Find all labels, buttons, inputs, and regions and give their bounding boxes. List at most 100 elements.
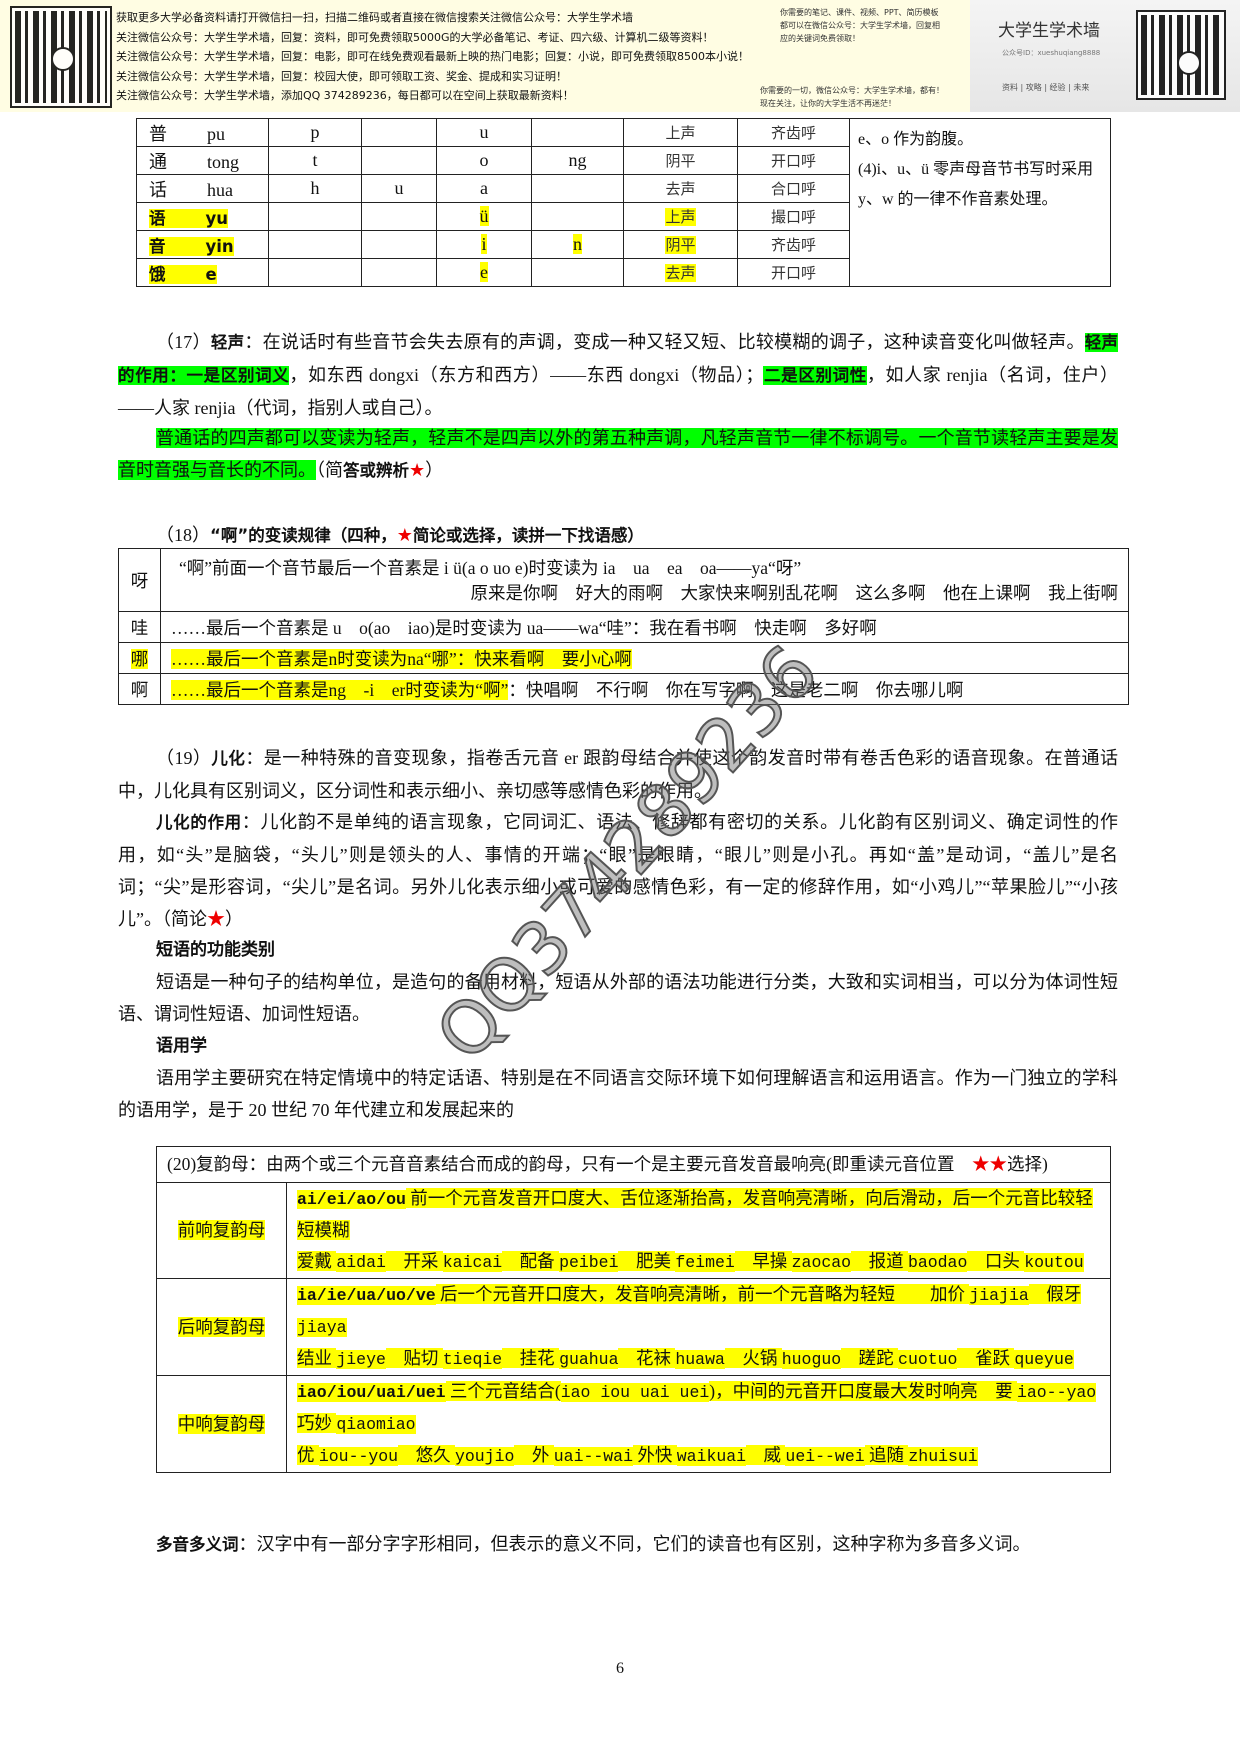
text-segment: guahua (559, 1350, 619, 1369)
cell-c1 (268, 258, 362, 287)
star-icon: ★ (396, 525, 413, 545)
note-line: e、o 作为韵腹。 (858, 131, 974, 148)
cell-text: u (479, 122, 489, 142)
rule-line: “啊”前面一个音节最后一个音素是 i ü(a o uo e)时变读为 ia ua… (171, 555, 1118, 580)
cell-hu: 合口呼 (737, 174, 850, 203)
cell-tone: 去声 (623, 258, 738, 287)
description-line: ai/ei/ao/ou 前一个元音发音开口度大、舌位逐渐抬高，发音响亮清晰，向后… (297, 1183, 1100, 1246)
cell-text: h (310, 178, 320, 198)
text-segment: iao iou uai uei (560, 1383, 710, 1402)
final-description: iao/iou/uai/uei 三个元音结合(iao iou uai uei)，… (286, 1375, 1111, 1473)
description-line: 结业 jieye 贴切 tieqie 挂花 guahua 花袜 huawa 火锅… (297, 1343, 1100, 1375)
syllable-pinyin: yu (165, 208, 229, 228)
cell-text: n (573, 234, 582, 254)
cell-text: ü (479, 206, 489, 226)
text-segment: 二是区别词性 (763, 366, 867, 385)
section-18-title: （18）“啊”的变读规律（四种，★简论或选择，读拼一下找语感） (118, 519, 1118, 552)
promo-header-banner: 获取更多大学必备资料请打开微信扫一扫，扫描二维码或者直接在微信搜索关注微信公众号… (0, 0, 1240, 112)
table-row: 哪……最后一个音素是n时变读为na“哪”：快来看啊 要小心啊 (118, 642, 1129, 674)
text-segment: 火锅 (724, 1348, 782, 1368)
cell-tone: 阴平 (623, 146, 738, 175)
text-segment: 假牙 (1028, 1284, 1082, 1304)
cell-hu: 开口呼 (737, 258, 850, 287)
brand-id: 公众号ID：xueshuqiang8888 (1002, 49, 1101, 57)
text-segment: ：是一种特殊的音变现象，指卷舌元音 er 跟韵母结合并使这个韵发音时带有卷舌色彩… (118, 748, 1119, 801)
text-segment: 巧妙 (297, 1413, 337, 1433)
variant-rule: ……最后一个音素是n时变读为na“哪”：快来看啊 要小心啊 (160, 642, 1129, 674)
text-segment: 答或辨析 (343, 461, 409, 480)
variant-char: 哇 (130, 617, 149, 638)
text-segment: 挂花 (502, 1348, 560, 1368)
cell-text: ng (568, 150, 587, 170)
cell-c1: h (268, 174, 362, 203)
text-segment: zaocao (791, 1253, 852, 1272)
text-segment: tieqie (442, 1350, 503, 1369)
para-19-function: 儿化的作用：儿化韵不是单纯的语言现象，它同词汇、语法、修辞都有密切的关系。儿化韵… (118, 806, 1118, 935)
cell-text: e (480, 262, 488, 282)
cell-tone: 上声 (623, 118, 738, 147)
text-segment: 开采 (385, 1251, 443, 1271)
cell-text: 齐齿呼 (770, 236, 816, 254)
text-segment: koutou (1024, 1253, 1084, 1272)
promo-line: 关注微信公众号：大学生学术墙，添加QQ 374289236，每日都可以在空间上获… (116, 89, 574, 102)
variant-char: 啊 (130, 679, 149, 700)
cell-text: p (310, 122, 320, 142)
cell-c1 (268, 202, 362, 231)
text-segment: 追随 (864, 1445, 909, 1465)
final-category: 前响复韵母 (156, 1182, 287, 1279)
text-segment: ，如人家 renjia（名词，住户）——人家 renjia（代词，指别人或自己）… (118, 365, 1118, 418)
text-segment: 儿化 (211, 749, 246, 768)
rule-line: ……最后一个音素是n时变读为na“哪”：快来看啊 要小心啊 (171, 646, 1118, 671)
text-segment: ） (225, 909, 243, 929)
promo-note: 你需要的笔记、课件、视频、PPT、简历模板 (780, 8, 939, 17)
rule-line: ……最后一个音素是 u o(ao iao)是时变读为 ua——wa“哇”：我在看… (171, 615, 1118, 640)
cell-text: 上声 (665, 124, 696, 142)
cell-tone: 上声 (623, 202, 738, 231)
text-segment: 前一个元音发音开口度大、舌位逐渐抬高，发音响亮清晰，向后滑动，后一个元音比较轻短… (297, 1188, 1093, 1240)
text-segment: huoguo (781, 1350, 842, 1369)
cell-c2 (361, 230, 437, 259)
text-segment: (20)复韵母：由两个或三个元音音素结合而成的韵母，只有一个是主要元音发音最响亮… (167, 1154, 972, 1174)
promo-note: 现在关注，让你的大学生活不再迷茫！ (760, 99, 896, 108)
text-segment: 外 (514, 1445, 554, 1465)
text-segment: baodao (907, 1253, 968, 1272)
a-variation-table: 呀“啊”前面一个音节最后一个音素是 i ü(a o uo e)时变读为 ia u… (118, 548, 1129, 705)
promo-lines: 获取更多大学必备资料请打开微信扫一扫，扫描二维码或者直接在微信搜索关注微信公众号… (116, 8, 749, 106)
text-segment: 雀跃 (957, 1348, 1015, 1368)
cell-hu: 撮口呼 (737, 202, 850, 231)
text-segment: feimei (675, 1253, 735, 1272)
text-segment: queyue (1014, 1350, 1074, 1369)
cell-text: t (312, 150, 318, 170)
cell-text: 阴平 (665, 236, 696, 254)
text-segment: “啊”的变读规律（四种， (210, 526, 397, 545)
cell-c2 (361, 146, 437, 175)
cell-c3: u (436, 118, 532, 147)
text-segment: na“哪”：快来看啊 要小心啊 (407, 648, 632, 669)
cell-tone: 阴平 (623, 230, 738, 259)
cell-c3: ü (436, 202, 532, 231)
text-segment: 配备 (502, 1251, 560, 1271)
final-category-label: 前响复韵母 (177, 1220, 266, 1240)
qr-code-right (1136, 10, 1226, 100)
cell-text: 开口呼 (770, 264, 816, 282)
para-19-erhua: （19）儿化：是一种特殊的音变现象，指卷舌元音 er 跟韵母结合并使这个韵发音时… (118, 742, 1118, 807)
cell-c2 (361, 258, 437, 287)
cell-hu: 齐齿呼 (737, 230, 850, 259)
syllable-pinyin: e (165, 264, 217, 284)
cell-c4: n (531, 230, 624, 259)
text-segment: iao--yao (1016, 1383, 1097, 1402)
text-segment: ……最后一个音素是 (171, 679, 329, 700)
text-segment: jiaya (297, 1318, 347, 1337)
text-segment: ia/ie/ua/uo/ve (297, 1286, 436, 1305)
text-segment: uei--wei (785, 1447, 865, 1466)
cell-text: o (479, 150, 489, 170)
text-segment: 悠久 (398, 1445, 455, 1465)
